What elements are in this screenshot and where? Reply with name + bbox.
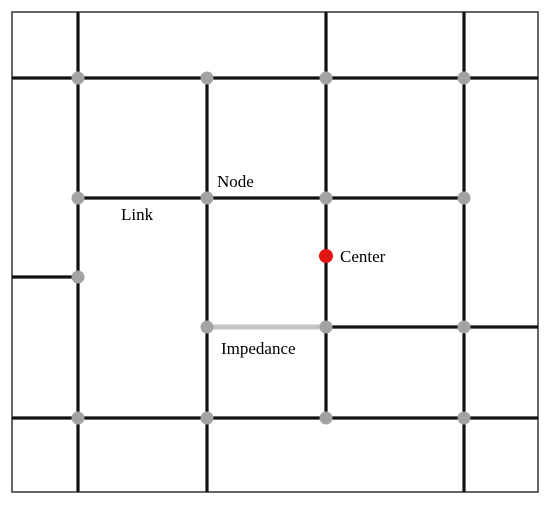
impedance-label: Impedance — [221, 339, 296, 358]
node — [71, 71, 85, 85]
center-point — [319, 249, 333, 263]
node — [457, 71, 471, 85]
node — [319, 411, 333, 425]
node — [200, 320, 214, 334]
node — [457, 191, 471, 205]
node — [200, 191, 214, 205]
node — [457, 411, 471, 425]
nodes — [71, 71, 471, 425]
node — [71, 191, 85, 205]
center-label: Center — [340, 247, 386, 266]
node — [200, 71, 214, 85]
node — [319, 320, 333, 334]
node — [200, 411, 214, 425]
node — [319, 191, 333, 205]
node-label: Node — [217, 172, 254, 191]
node — [71, 270, 85, 284]
node — [457, 320, 471, 334]
node — [319, 71, 333, 85]
link-label: Link — [121, 205, 154, 224]
node — [71, 411, 85, 425]
diagram-frame — [11, 11, 539, 493]
